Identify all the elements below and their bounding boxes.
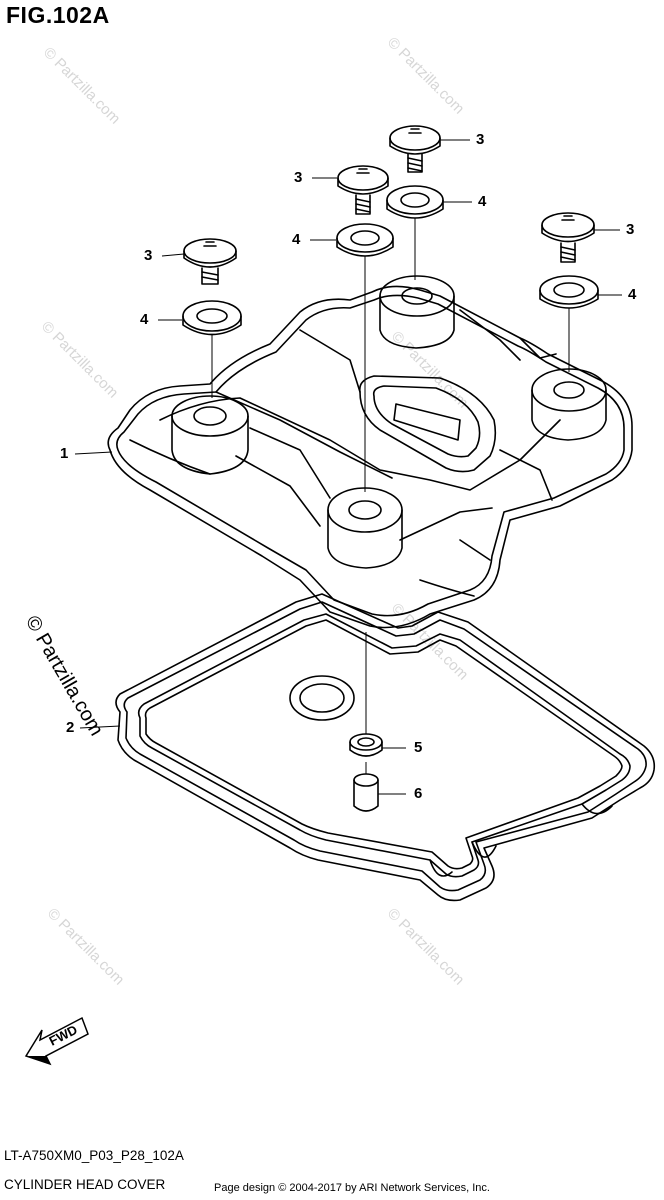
page-credit: Page design © 2004-2017 by ARI Network S… <box>214 1182 490 1194</box>
callout-3[interactable]: 3 <box>144 247 153 264</box>
callout-1[interactable]: 1 <box>60 445 69 462</box>
dowel-pin-part-6 <box>353 773 379 812</box>
washer-part-4-left <box>182 300 242 336</box>
washer-part-4-right <box>539 275 599 309</box>
callout-4[interactable]: 4 <box>478 193 487 210</box>
bolt-part-3-top <box>389 125 441 173</box>
washer-part-4-center <box>336 223 394 257</box>
seal-part-5 <box>349 733 383 757</box>
fwd-arrow-icon: FWD <box>24 1016 89 1066</box>
callout-4[interactable]: 4 <box>628 286 637 303</box>
figure-title: FIG.102A <box>6 2 110 28</box>
gasket-part-2 <box>115 593 656 902</box>
cylinder-head-cover-part-1 <box>107 275 633 629</box>
callout-4[interactable]: 4 <box>292 231 301 248</box>
callout-5[interactable]: 5 <box>414 739 423 756</box>
washer-part-4-top <box>386 185 444 219</box>
bolt-part-3-right <box>541 212 595 263</box>
callout-3[interactable]: 3 <box>626 221 635 238</box>
bolt-part-3-center <box>337 165 389 215</box>
callout-3[interactable]: 3 <box>294 169 303 186</box>
callout-3[interactable]: 3 <box>476 131 485 148</box>
figure-code: LT-A750XM0_P03_P28_102A <box>4 1148 184 1163</box>
figure-name: CYLINDER HEAD COVER <box>4 1177 166 1192</box>
callout-6[interactable]: 6 <box>414 785 423 802</box>
bolt-part-3-left <box>183 238 237 285</box>
callout-4[interactable]: 4 <box>140 311 149 328</box>
callout-2[interactable]: 2 <box>66 719 75 736</box>
